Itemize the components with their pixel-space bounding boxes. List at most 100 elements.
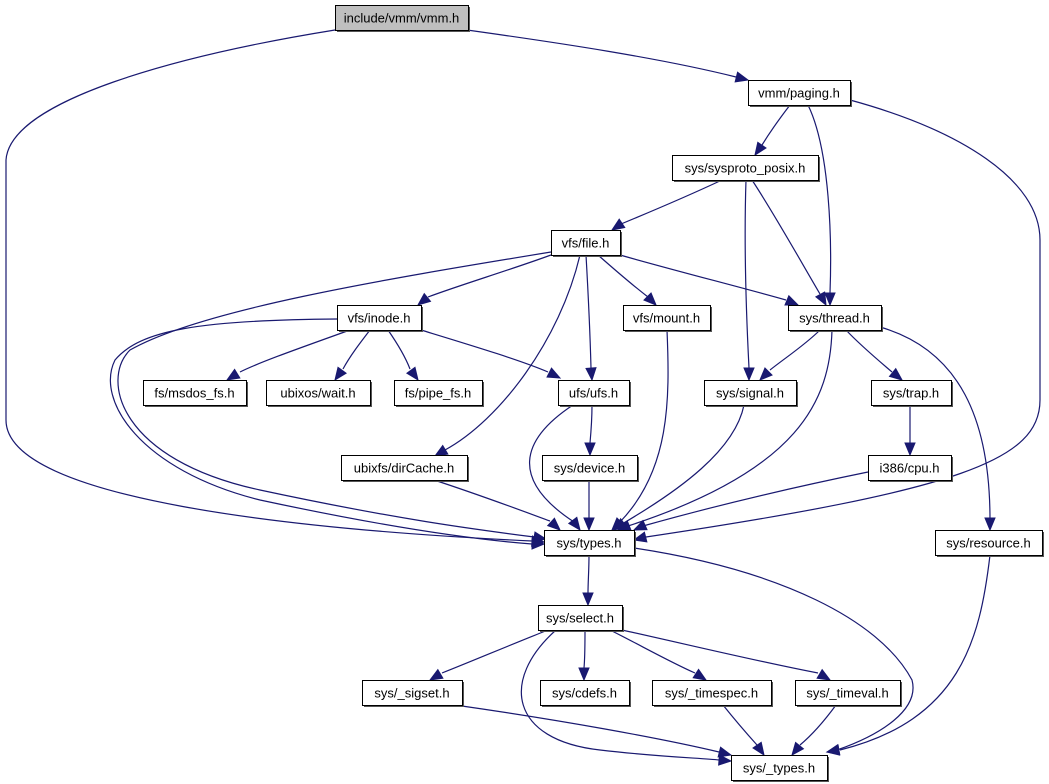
arrowhead-icon [743, 367, 755, 382]
arrowhead-icon [428, 668, 444, 681]
node-label: sys/cdefs.h [552, 686, 617, 701]
node-box[interactable] [704, 380, 797, 406]
node-select[interactable]: sys/select.h [538, 605, 625, 633]
node-box[interactable] [871, 380, 952, 406]
edge-line [529, 404, 575, 523]
node-box[interactable] [538, 605, 623, 631]
node-box[interactable] [394, 380, 483, 406]
edge-thread-to-resource [879, 326, 996, 532]
node-box[interactable] [868, 455, 952, 481]
node-box[interactable] [341, 455, 468, 481]
node-label: i386/cpu.h [880, 461, 940, 476]
edge-line [609, 629, 696, 674]
node-paging[interactable]: vmm/paging.h [748, 80, 853, 108]
node-vmm[interactable]: include/vmm/vmm.h [335, 5, 471, 33]
node-file[interactable]: vfs/file.h [551, 230, 623, 258]
node-label: fs/pipe_fs.h [405, 386, 472, 401]
node-box[interactable] [672, 155, 819, 181]
node-box[interactable] [748, 80, 851, 106]
node-trap[interactable]: sys/trap.h [871, 380, 954, 408]
arrowhead-icon [405, 366, 419, 382]
node-box[interactable] [935, 530, 1043, 556]
node-signal[interactable]: sys/signal.h [704, 380, 799, 408]
node-u-types[interactable]: sys/_types.h [731, 755, 830, 783]
arrowhead-icon [334, 366, 348, 382]
node-box[interactable] [266, 380, 371, 406]
node-sigset[interactable]: sys/_sigset.h [362, 680, 465, 708]
edge-file-to-types [117, 251, 552, 543]
edge-sigset-to-u-types [454, 704, 733, 758]
node-timeval[interactable]: sys/_timeval.h [795, 680, 903, 708]
edge-line [587, 554, 590, 594]
node-types[interactable]: sys/types.h [544, 530, 637, 558]
node-box[interactable] [544, 530, 635, 556]
node-box[interactable] [558, 380, 630, 406]
node-box[interactable] [362, 680, 463, 706]
edge-line [645, 99, 1041, 538]
arrowhead-icon [531, 538, 546, 550]
edge-cpu-to-types [632, 471, 869, 531]
node-wait[interactable]: ubixos/wait.h [266, 380, 373, 408]
arrowhead-icon [904, 442, 916, 457]
edge-line [444, 254, 581, 451]
edge-line [454, 704, 720, 753]
node-box[interactable] [335, 5, 469, 31]
node-label: sys/_types.h [743, 761, 815, 776]
edge-line [744, 179, 750, 369]
node-box[interactable] [795, 680, 901, 706]
node-mount[interactable]: vfs/mount.h [623, 305, 713, 333]
node-sysproto[interactable]: sys/sysproto_posix.h [672, 155, 821, 183]
edge-line [807, 104, 832, 294]
edge-line [627, 329, 833, 527]
node-cpu[interactable]: i386/cpu.h [868, 455, 954, 483]
node-box[interactable] [731, 755, 828, 781]
node-thread[interactable]: sys/thread.h [788, 305, 884, 333]
edge-file-to-inode [416, 254, 552, 306]
node-msdos[interactable]: fs/msdos_fs.h [143, 380, 249, 408]
edge-sysproto-to-signal [743, 179, 755, 382]
node-box[interactable] [540, 680, 630, 706]
node-cdefs[interactable]: sys/cdefs.h [540, 680, 632, 708]
arrowhead-icon [546, 367, 562, 379]
node-pipe[interactable]: fs/pipe_fs.h [394, 380, 485, 408]
edge-line [583, 629, 586, 669]
node-dircache[interactable]: ubixfs/dirCache.h [341, 455, 470, 483]
node-device[interactable]: sys/device.h [542, 455, 640, 483]
arrowhead-icon [814, 291, 827, 307]
edge-select-to-cdefs [578, 629, 590, 682]
edge-line [619, 254, 787, 301]
edge-line [621, 629, 819, 674]
node-resource[interactable]: sys/resource.h [935, 530, 1045, 558]
node-label: vfs/inode.h [348, 311, 411, 326]
node-label: sys/select.h [546, 611, 614, 626]
node-box[interactable] [788, 305, 882, 331]
arrowhead-icon [612, 517, 628, 531]
edge-inode-to-msdos [225, 329, 351, 381]
node-box[interactable] [542, 455, 638, 481]
arrowhead-icon [632, 519, 648, 531]
edge-line [633, 547, 914, 751]
node-box[interactable] [623, 305, 711, 331]
arrowhead-icon [578, 667, 590, 682]
edge-line [441, 629, 549, 674]
node-box[interactable] [652, 680, 772, 706]
node-label: sys/_timeval.h [806, 686, 888, 701]
arrowhead-icon [734, 71, 750, 83]
node-label: sys/signal.h [716, 386, 784, 401]
node-box[interactable] [337, 305, 422, 331]
edge-line [420, 329, 549, 373]
edge-inode-to-wait [334, 329, 371, 382]
arrowhead-icon [752, 741, 765, 757]
node-label: ubixfs/dirCache.h [354, 461, 454, 476]
edge-device-to-types [583, 480, 595, 532]
node-ufs[interactable]: ufs/ufs.h [558, 380, 632, 408]
edge-file-to-ufs [585, 254, 597, 382]
edge-line [769, 329, 821, 371]
edge-line [621, 404, 745, 525]
node-inode[interactable]: vfs/inode.h [337, 305, 424, 333]
node-box[interactable] [143, 380, 247, 406]
node-box[interactable] [551, 230, 621, 256]
node-label: vfs/file.h [562, 236, 610, 251]
arrowhead-icon [584, 442, 596, 457]
node-timespec[interactable]: sys/_timespec.h [652, 680, 774, 708]
